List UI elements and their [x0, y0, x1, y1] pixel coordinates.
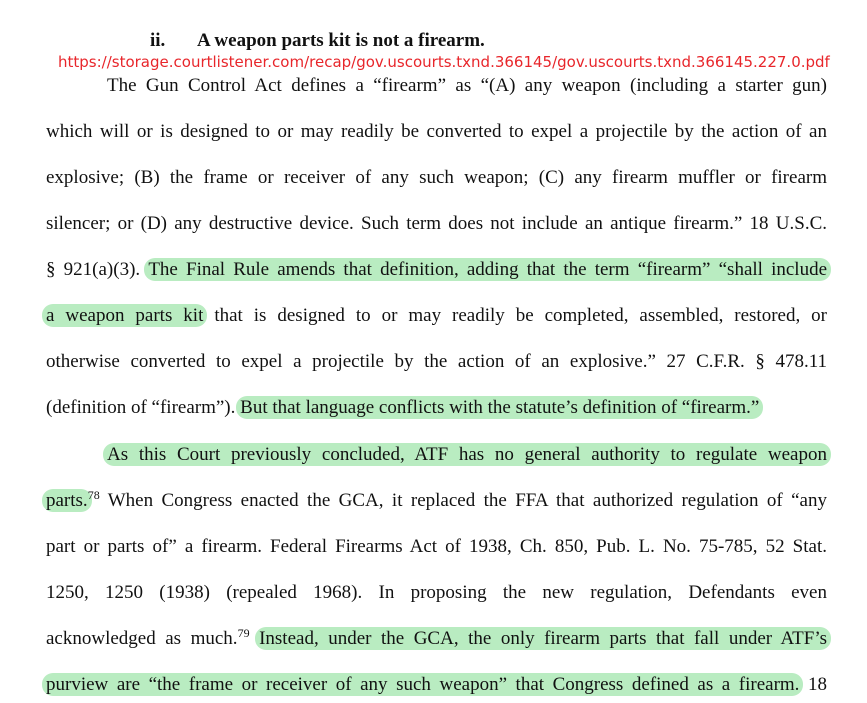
paragraph-line-2: which will or is designed to or may read… — [46, 117, 827, 147]
line-text: When Congress enacted the GCA, it replac… — [107, 490, 827, 511]
paragraph-line-4: silencer; or (D) any destructive device.… — [46, 209, 827, 239]
highlighted-passage[interactable]: Instead, under the GCA, the only firearm… — [255, 627, 832, 650]
paragraph-line-11: part or parts of” a firearm. Federal Fir… — [46, 532, 827, 562]
paragraph-line-1: The Gun Control Act defines a “firearm” … — [107, 71, 827, 101]
highlighted-passage[interactable]: purview are “the frame or receiver of an… — [42, 673, 804, 696]
paragraph-line-14: purview are “the frame or receiver of an… — [42, 670, 827, 700]
section-number: ii. — [150, 30, 166, 51]
line-text: 18 — [808, 674, 827, 695]
paragraph-line-5: § 921(a)(3). The Final Rule amends that … — [46, 255, 832, 285]
footnote-ref-79[interactable]: 79 — [237, 626, 250, 640]
line-text: part or parts of” a firearm. Federal Fir… — [46, 536, 827, 557]
line-text: 1250, 1250 (1938) (repealed 1968). In pr… — [46, 582, 827, 603]
line-text: The Gun Control Act defines a “firearm” … — [107, 75, 827, 96]
paragraph-line-8: (definition of “firearm”). But that lang… — [46, 393, 827, 423]
line-text: (definition of “firearm”). — [46, 397, 236, 418]
highlighted-passage[interactable]: The Final Rule amends that definition, a… — [144, 258, 832, 281]
highlighted-passage[interactable]: But that language conflicts with the sta… — [236, 396, 764, 419]
line-text: § 921(a)(3). — [46, 259, 141, 280]
section-title: A weapon parts kit is not a firearm. — [197, 30, 485, 51]
line-text: silencer; or (D) any destructive device.… — [46, 213, 827, 234]
paragraph-line-10: parts.78 When Congress enacted the GCA, … — [42, 486, 827, 516]
highlighted-passage[interactable]: parts. — [42, 489, 92, 512]
paragraph-line-6: a weapon parts kit that is designed to o… — [42, 301, 827, 331]
paragraph-line-13: acknowledged as much.79 Instead, under t… — [46, 624, 832, 654]
highlighted-passage[interactable]: a weapon parts kit — [42, 304, 208, 327]
paragraph-line-12: 1250, 1250 (1938) (repealed 1968). In pr… — [46, 578, 827, 608]
highlighted-passage[interactable]: As this Court previously concluded, ATF … — [103, 443, 831, 466]
line-text: which will or is designed to or may read… — [46, 121, 827, 142]
line-text: explosive; (B) the frame or receiver of … — [46, 167, 827, 188]
line-text: acknowledged as much. — [46, 628, 238, 649]
paragraph-line-7: otherwise converted to expel a projectil… — [46, 347, 827, 377]
paragraph-line-9: As this Court previously concluded, ATF … — [103, 440, 831, 470]
section-heading: ii. A weapon parts kit is not a firearm. — [150, 30, 485, 52]
footnote-ref-78[interactable]: 78 — [87, 488, 100, 502]
source-url-link[interactable]: https://storage.courtlistener.com/recap/… — [58, 53, 830, 71]
line-text: that is designed to or may readily be co… — [214, 305, 827, 326]
paragraph-line-3: explosive; (B) the frame or receiver of … — [46, 163, 827, 193]
line-text: otherwise converted to expel a projectil… — [46, 351, 827, 372]
